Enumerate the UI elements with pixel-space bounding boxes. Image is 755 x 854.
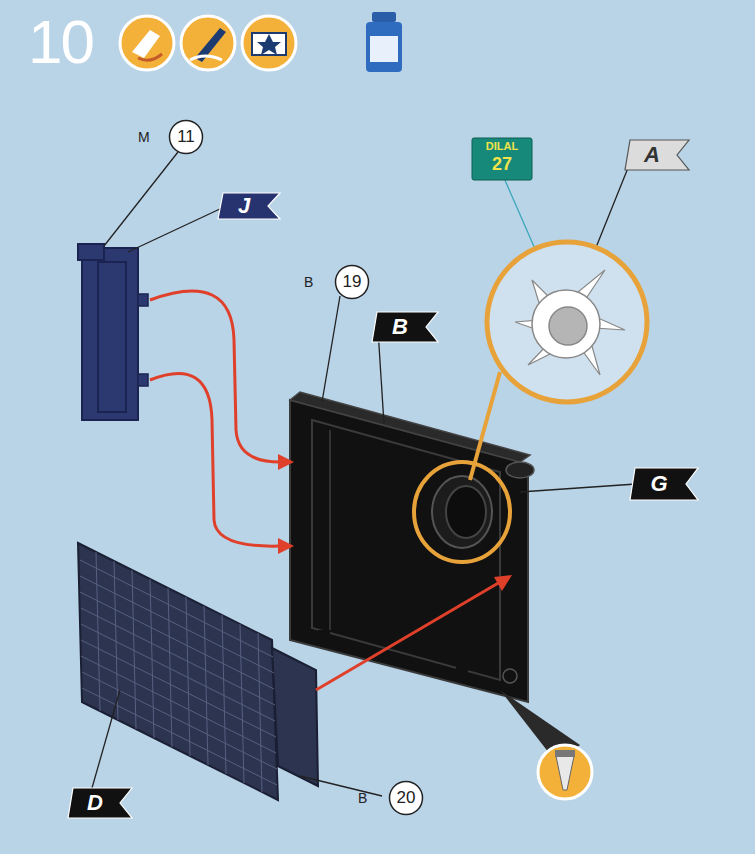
part-letter: A bbox=[625, 140, 679, 170]
side-panel-part bbox=[78, 244, 148, 420]
part-letter: J bbox=[218, 193, 270, 219]
part-letter: G bbox=[630, 468, 688, 500]
part-letter: D bbox=[68, 788, 122, 818]
flag-shape bbox=[68, 788, 132, 818]
part-sheet-letter: B bbox=[358, 780, 367, 816]
paint-tag: DILAL27 bbox=[472, 138, 532, 180]
callout-circle: M 11 bbox=[138, 119, 204, 155]
step-number: 10 bbox=[28, 6, 93, 78]
part-sheet-letter: B bbox=[304, 264, 313, 300]
callout-number: 19 bbox=[334, 264, 370, 300]
radiator-core-part bbox=[78, 543, 318, 800]
flag-shape bbox=[625, 140, 689, 170]
paint-tag-box bbox=[472, 138, 532, 180]
glue-icon bbox=[500, 690, 592, 799]
callout-number: 11 bbox=[168, 119, 204, 155]
flag-shape bbox=[630, 468, 698, 500]
part-flag: B bbox=[372, 312, 438, 342]
paint-name: DILAL bbox=[472, 140, 532, 153]
paint-number: 27 bbox=[472, 152, 532, 176]
part-letter: B bbox=[372, 312, 428, 342]
header-icons bbox=[120, 12, 402, 72]
detail-zoom bbox=[414, 242, 647, 562]
callout-number: 20 bbox=[388, 780, 424, 816]
part-sheet-letter: M bbox=[138, 119, 150, 155]
part-flag: A bbox=[625, 140, 689, 170]
callout-circle: B 20 bbox=[358, 780, 424, 816]
flag-shape bbox=[372, 312, 438, 342]
assembly-arrows bbox=[150, 291, 500, 690]
radiator-frame-part bbox=[290, 392, 534, 702]
part-flag: D bbox=[68, 788, 132, 818]
part-flag: G bbox=[630, 468, 698, 500]
arrow-heads bbox=[278, 454, 512, 591]
part-flag: J bbox=[218, 193, 280, 219]
flag-shape bbox=[218, 193, 280, 219]
callout-circle: B 19 bbox=[304, 264, 370, 300]
